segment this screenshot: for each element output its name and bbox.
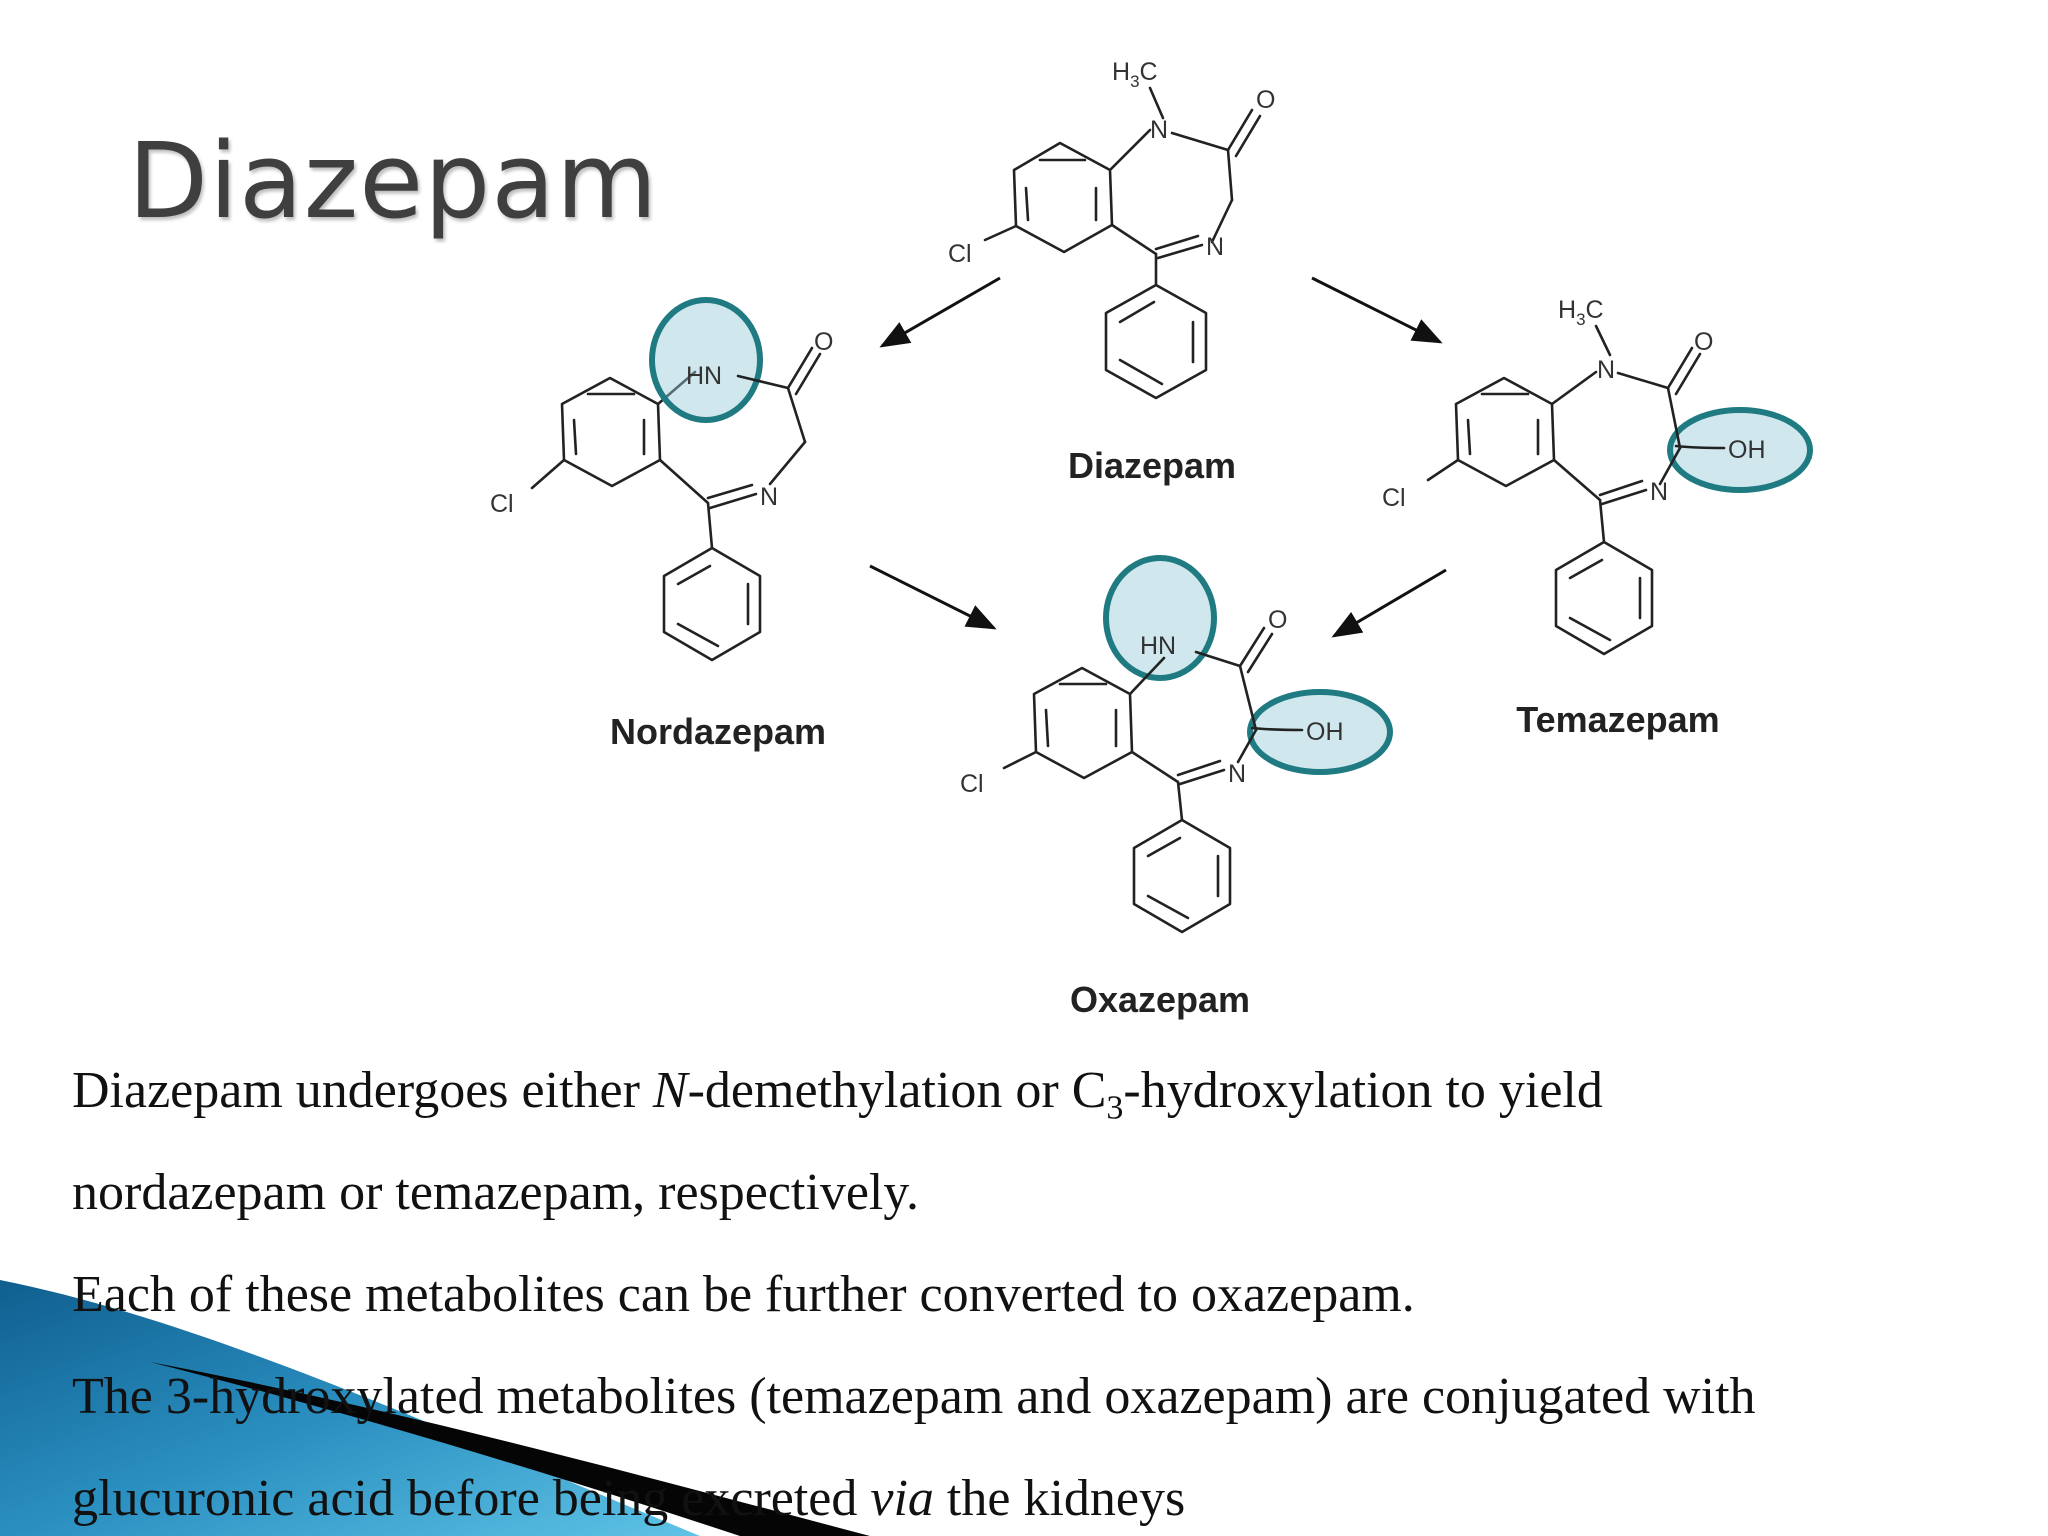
- arrow-temazepam-to-oxazepam: [1331, 568, 1447, 638]
- diazepam-n1: N: [1150, 116, 1168, 144]
- temazepam-methyl: H3C: [1558, 296, 1604, 329]
- diazepam-label: Diazepam: [1068, 445, 1236, 486]
- slide-title: Diazepam: [128, 120, 659, 242]
- temazepam-n4: N: [1650, 478, 1668, 506]
- body-line-2: nordazepam or temazepam, respectively.: [72, 1164, 919, 1221]
- body-line-1: Diazepam undergoes either N-demethylatio…: [72, 1062, 1603, 1127]
- oxazepam-cl: Cl: [960, 770, 984, 798]
- diazepam-phenyl-ring: [1104, 283, 1208, 400]
- arrow-diazepam-to-nordazepam: [879, 276, 1001, 348]
- nordazepam-hn: HN: [686, 362, 722, 390]
- oxazepam-oh: OH: [1306, 718, 1344, 746]
- nordazepam-nh-highlight: [649, 297, 763, 423]
- nordazepam-o: O: [814, 328, 833, 356]
- oxazepam-structure: HN O OH N Cl Oxazepam: [960, 555, 1393, 1020]
- temazepam-phenyl-ring: [1554, 540, 1654, 656]
- nordazepam-n4: N: [760, 483, 778, 511]
- oxazepam-oh-highlight: [1247, 689, 1393, 775]
- diazepam-methyl: H3C: [1112, 58, 1158, 91]
- diazepam-n4: N: [1206, 233, 1224, 261]
- nordazepam-cl: Cl: [490, 490, 514, 518]
- oxazepam-phenyl-ring: [1132, 818, 1232, 934]
- temazepam-label: Temazepam: [1516, 699, 1719, 740]
- diazepam-o: O: [1256, 86, 1275, 114]
- corner-black-streak: [150, 1362, 870, 1536]
- temazepam-cl: Cl: [1382, 484, 1406, 512]
- temazepam-n1: N: [1597, 356, 1615, 384]
- body-line-4: The 3-hydroxylated metabolites (temazepa…: [72, 1368, 1756, 1425]
- temazepam-o: O: [1694, 328, 1713, 356]
- oxazepam-n4: N: [1228, 760, 1246, 788]
- oxazepam-hn: HN: [1140, 632, 1176, 660]
- oxazepam-nh-highlight: [1103, 555, 1217, 681]
- body-text: Diazepam undergoes either N-demethylatio…: [72, 1040, 2012, 1536]
- temazepam-oh: OH: [1728, 436, 1766, 464]
- arrow-diazepam-to-temazepam: [1311, 276, 1443, 344]
- nordazepam-label: Nordazepam: [610, 711, 826, 752]
- nordazepam-phenyl-ring: [662, 546, 762, 662]
- corner-decoration: [0, 1280, 870, 1536]
- body-line-3: Each of these metabolites can be further…: [72, 1266, 1415, 1323]
- diazepam-cl: Cl: [948, 240, 972, 268]
- temazepam-oh-highlight: [1667, 407, 1813, 493]
- nordazepam-structure: HN O N Cl Nordazepam: [490, 297, 833, 752]
- oxazepam-o: O: [1268, 606, 1287, 634]
- diazepam-structure: N H3C O N Cl Diazepam: [948, 58, 1275, 486]
- arrow-nordazepam-to-oxazepam: [869, 564, 997, 630]
- oxazepam-label: Oxazepam: [1070, 979, 1250, 1020]
- metabolism-diagram: N H3C O N Cl Diazepam HN: [490, 58, 1813, 1020]
- temazepam-structure: N H3C O OH N Cl Temazepam: [1382, 296, 1813, 740]
- body-line-5: glucuronic acid before being excreted vi…: [72, 1470, 1186, 1527]
